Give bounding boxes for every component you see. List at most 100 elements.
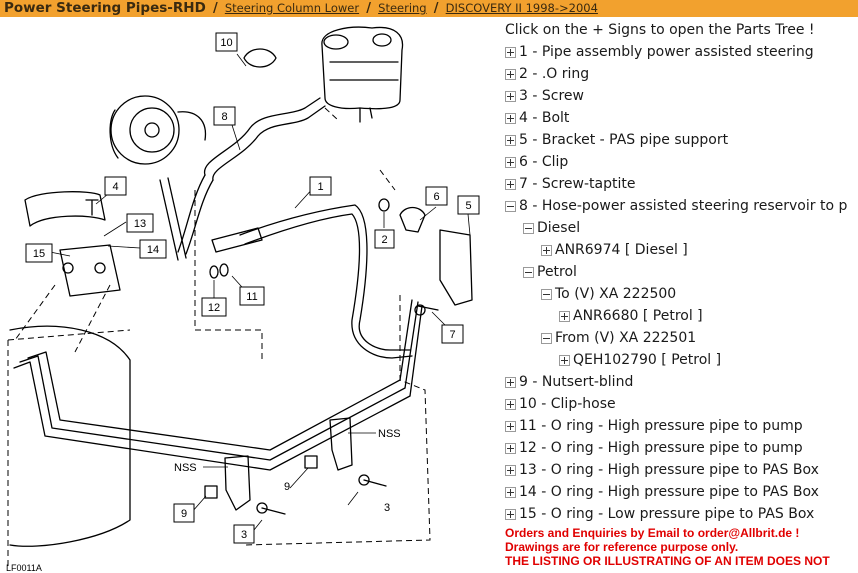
collapse-minus-icon[interactable] [505, 200, 516, 212]
tree-item-label: Petrol [537, 264, 577, 280]
callout-8: 8 [221, 111, 227, 123]
tree-node-to-xa222500[interactable]: To (V) XA 222500 [502, 283, 858, 305]
expand-plus-icon[interactable] [505, 178, 516, 190]
expand-plus-icon[interactable] [505, 134, 516, 146]
expand-plus-icon[interactable] [505, 398, 516, 410]
callout-box-11 [239, 286, 265, 306]
callout-3: 3 [241, 529, 247, 541]
header-bar: Power Steering Pipes-RHD / Steering Colu… [0, 0, 858, 17]
callout-9: 9 [181, 508, 187, 520]
expand-plus-icon[interactable] [541, 244, 552, 256]
tree-item-label: 5 - Bracket - PAS pipe support [519, 132, 729, 148]
tree-item-label: 6 - Clip [519, 154, 569, 170]
callout-box-13 [126, 213, 154, 233]
tree-item-15[interactable]: 15 - O ring - Low pressure pipe to PAS B… [502, 503, 858, 525]
callout-15: 15 [33, 248, 45, 260]
callout-1: 1 [317, 181, 323, 193]
callout-box-5 [457, 195, 480, 215]
tree-item-11[interactable]: 11 - O ring - High pressure pipe to pump [502, 415, 858, 437]
tree-item-label: 11 - O ring - High pressure pipe to pump [519, 418, 803, 434]
tree-item-1[interactable]: 1 - Pipe assembly power assisted steerin… [502, 41, 858, 63]
callout-11: 11 [246, 291, 257, 303]
tree-part-anr6974[interactable]: ANR6974 [ Diesel ] [502, 239, 858, 261]
tree-item-label: To (V) XA 222500 [555, 286, 677, 302]
callout-2: 2 [381, 234, 387, 246]
tree-item-label: 10 - Clip-hose [519, 396, 616, 412]
collapse-minus-icon[interactable] [541, 288, 552, 300]
collapse-minus-icon[interactable] [523, 266, 534, 278]
expand-plus-icon[interactable] [505, 156, 516, 168]
tree-item-label: ANR6974 [ Diesel ] [555, 242, 688, 258]
tree-item-6[interactable]: 6 - Clip [502, 151, 858, 173]
tree-item-label: From (V) XA 222501 [555, 330, 697, 346]
callout-box-15 [25, 243, 53, 263]
expand-plus-icon[interactable] [505, 486, 516, 498]
expand-plus-icon[interactable] [559, 354, 570, 366]
tree-item-label: ANR6680 [ Petrol ] [573, 308, 703, 324]
expand-plus-icon[interactable] [505, 376, 516, 388]
expand-plus-icon[interactable] [559, 310, 570, 322]
tree-node-diesel[interactable]: Diesel [502, 217, 858, 239]
breadcrumb-separator: / [212, 1, 218, 16]
tree-item-label: 3 - Screw [519, 88, 584, 104]
label-3-right: 3 [384, 502, 390, 514]
tree-item-label: 1 - Pipe assembly power assisted steerin… [519, 44, 814, 60]
tree-item-label: 9 - Nutsert-blind [519, 374, 634, 390]
footer-drawings-notice: Drawings are for reference purpose only. [505, 540, 739, 554]
tree-item-label: 13 - O ring - High pressure pipe to PAS … [519, 462, 819, 478]
tree-item-5[interactable]: 5 - Bracket - PAS pipe support [502, 129, 858, 151]
tree-item-label: Diesel [537, 220, 581, 236]
breadcrumb-discovery-ii[interactable]: DISCOVERY II 1998->2004 [445, 1, 598, 15]
callout-box-9 [173, 503, 195, 523]
callout-box-12 [201, 297, 227, 317]
callout-box-4 [104, 176, 127, 196]
expand-plus-icon[interactable] [505, 508, 516, 520]
tree-item-4[interactable]: 4 - Bolt [502, 107, 858, 129]
callout-box-2 [374, 229, 395, 249]
expand-plus-icon[interactable] [505, 112, 516, 124]
collapse-minus-icon[interactable] [523, 222, 534, 234]
breadcrumb-steering[interactable]: Steering [378, 1, 427, 15]
tree-item-label: 15 - O ring - Low pressure pipe to PAS B… [519, 506, 815, 522]
tree-item-10[interactable]: 10 - Clip-hose [502, 393, 858, 415]
tree-item-14[interactable]: 14 - O ring - High pressure pipe to PAS … [502, 481, 858, 503]
parts-tree: Click on the + Signs to open the Parts T… [502, 19, 858, 573]
footer-orders-notice: Orders and Enquiries by Email to order@A… [505, 526, 800, 540]
expand-plus-icon[interactable] [505, 90, 516, 102]
breadcrumb-separator: / [366, 1, 371, 16]
callout-box-8 [213, 106, 236, 126]
callout-10: 10 [220, 37, 232, 49]
expand-plus-icon[interactable] [505, 464, 516, 476]
tree-item-label: QEH102790 [ Petrol ] [573, 352, 722, 368]
tree-item-label: 14 - O ring - High pressure pipe to PAS … [519, 484, 819, 500]
tree-part-anr6680[interactable]: ANR6680 [ Petrol ] [502, 305, 858, 327]
callout-13: 13 [134, 218, 146, 230]
expand-plus-icon[interactable] [505, 420, 516, 432]
expand-plus-icon[interactable] [505, 68, 516, 80]
callout-6: 6 [433, 191, 439, 203]
tree-item-9[interactable]: 9 - Nutsert-blind [502, 371, 858, 393]
callout-4: 4 [112, 181, 118, 193]
tree-item-13[interactable]: 13 - O ring - High pressure pipe to PAS … [502, 459, 858, 481]
callout-5: 5 [465, 200, 471, 212]
callout-box-6 [425, 186, 448, 206]
tree-item-2[interactable]: 2 - .O ring [502, 63, 858, 85]
callout-box-10 [215, 32, 238, 52]
tree-item-label: 2 - .O ring [519, 66, 590, 82]
callout-7: 7 [449, 329, 455, 341]
breadcrumb-steering-column-lower[interactable]: Steering Column Lower [224, 1, 360, 15]
callout-box-3 [233, 524, 255, 544]
collapse-minus-icon[interactable] [541, 332, 552, 344]
callout-box-7 [441, 324, 464, 344]
expand-plus-icon[interactable] [505, 46, 516, 58]
tree-item-label: 7 - Screw-taptite [519, 176, 636, 192]
tree-item-12[interactable]: 12 - O ring - High pressure pipe to pump [502, 437, 858, 459]
expand-plus-icon[interactable] [505, 442, 516, 454]
label-nss-left: NSS [174, 462, 197, 474]
tree-part-qeh102790[interactable]: QEH102790 [ Petrol ] [502, 349, 858, 371]
tree-item-7[interactable]: 7 - Screw-taptite [502, 173, 858, 195]
tree-item-3[interactable]: 3 - Screw [502, 85, 858, 107]
tree-node-petrol[interactable]: Petrol [502, 261, 858, 283]
tree-node-from-xa222501[interactable]: From (V) XA 222501 [502, 327, 858, 349]
tree-item-8[interactable]: 8 - Hose-power assisted steering reservo… [502, 195, 858, 217]
